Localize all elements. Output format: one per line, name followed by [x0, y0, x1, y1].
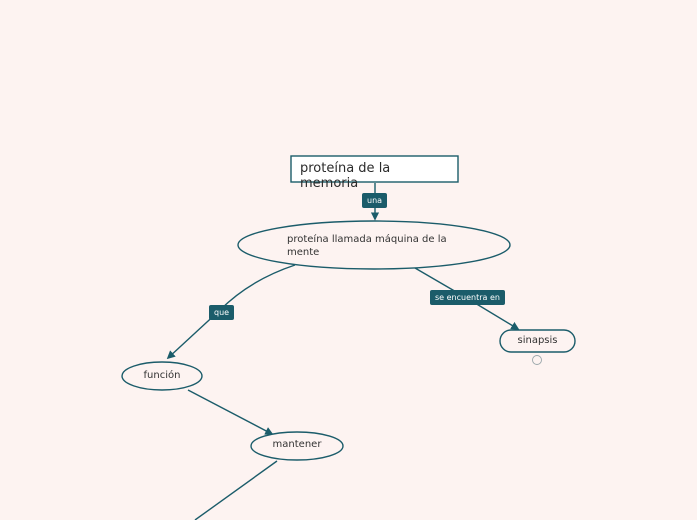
connector-function-maintain	[187, 389, 274, 435]
main-node-label: proteína llamada máquina de la mente	[287, 234, 447, 258]
connector-maintain-down	[194, 460, 278, 520]
function-node-label: función	[143, 370, 181, 381]
collapse-circle-icon[interactable]	[532, 355, 542, 365]
link-label-se-encuentra-en: se encuentra en	[430, 290, 505, 305]
link-label-una: una	[362, 193, 388, 208]
root-node-box[interactable]	[290, 155, 459, 183]
link-label-que: que	[209, 305, 235, 320]
root-node-label: proteína de la memoria	[300, 161, 391, 191]
maintain-node-shape[interactable]	[250, 431, 344, 461]
synapse-node-box[interactable]	[499, 329, 576, 353]
function-node-shape[interactable]	[121, 361, 203, 391]
maintain-node-label: mantener	[272, 439, 322, 450]
synapse-node-label: sinapsis	[517, 335, 558, 346]
main-node-shape[interactable]	[237, 220, 511, 270]
